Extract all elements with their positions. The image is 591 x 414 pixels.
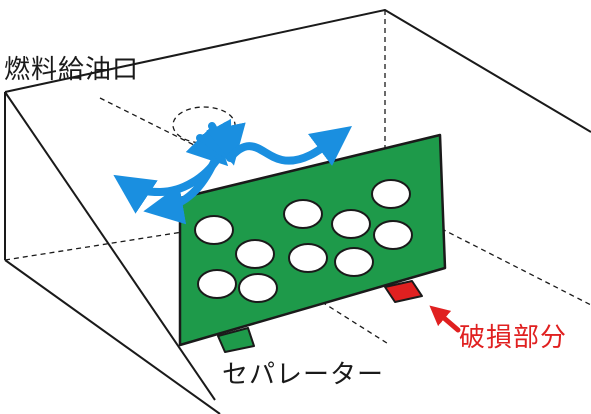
flow-arrow-right — [226, 125, 352, 167]
flow-arrow-down-2 — [195, 118, 233, 164]
fuel-inlet-label: 燃料給油口 — [4, 55, 140, 85]
separator-hole — [238, 273, 278, 303]
separator-hole — [194, 215, 234, 245]
separator-hole — [197, 269, 237, 299]
tank-bottom-edge — [4, 259, 221, 414]
tank-front-top-edge — [4, 91, 216, 401]
separator-hole — [334, 247, 374, 277]
separator-label: セパレーター — [222, 360, 385, 390]
separator-hole — [331, 209, 371, 239]
separator-hole — [373, 220, 413, 250]
separator-hole — [283, 199, 323, 229]
damaged-part — [384, 280, 423, 303]
separator-hole — [371, 179, 411, 209]
separator-hole — [235, 239, 275, 269]
centerline-upper — [99, 97, 201, 149]
flow-arrow-down-1 — [185, 123, 229, 167]
flow-arrow-down-3 — [206, 122, 246, 166]
flow-arrow-left-lower — [143, 158, 218, 225]
damaged-part-label: 破損部分 — [459, 323, 568, 353]
separator-holes — [194, 179, 413, 303]
fuel-flow-arrows — [113, 118, 352, 225]
damage-pointer-arrow — [429, 305, 461, 333]
separator-hole — [288, 243, 328, 273]
separator-left-foot — [217, 327, 255, 353]
